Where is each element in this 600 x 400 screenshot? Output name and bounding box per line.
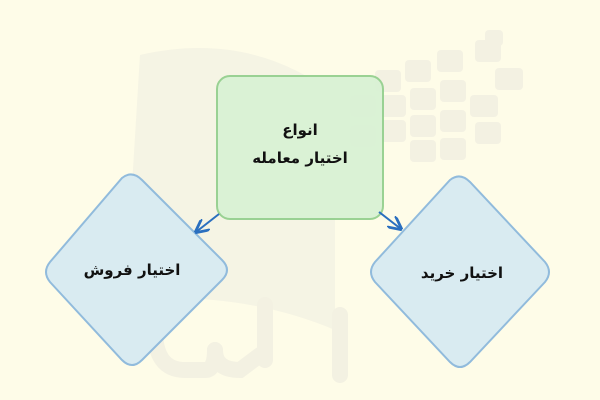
buy-option-label: اختیار خرید: [420, 264, 504, 282]
edge-root-to-buy: [378, 211, 401, 229]
root-node-line2: اختیار معامله: [252, 149, 348, 167]
sell-option-label: اختیار فروش: [83, 261, 181, 279]
edge-root-to-sell: [196, 213, 220, 232]
root-node-line1: انواع: [282, 121, 318, 139]
sell-option-node[interactable]: [45, 173, 228, 366]
root-node-label: انواع اختیار معامله: [217, 116, 383, 172]
buy-option-node[interactable]: [370, 175, 550, 368]
root-node[interactable]: [216, 75, 384, 220]
